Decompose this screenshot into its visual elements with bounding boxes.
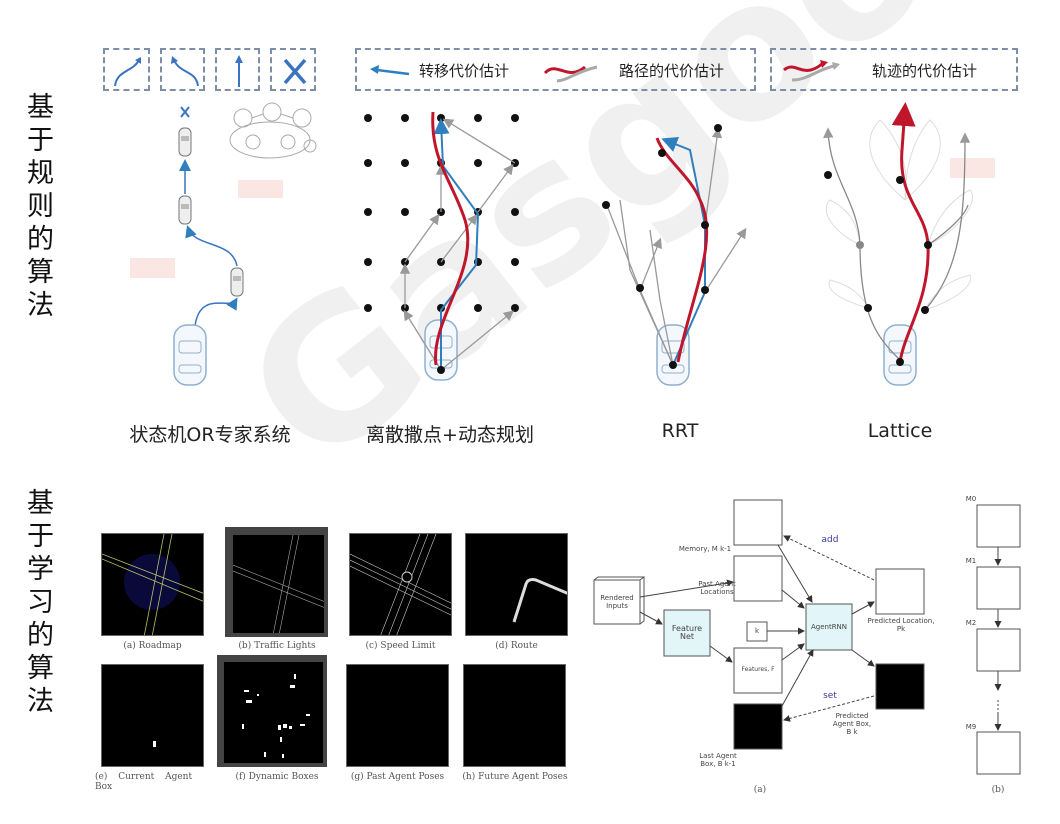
trajectory-legend-box: 轨迹的代价估计 (770, 48, 1018, 91)
m9-label: M9 (965, 723, 977, 731)
caption-a: (a) (753, 785, 767, 795)
predicted-box-image (875, 663, 925, 710)
memory-m1-box (976, 566, 1021, 610)
rule-based-label: 基于规则的算法 (22, 92, 53, 323)
memory-box (733, 499, 783, 546)
lattice-diagram (823, 102, 974, 386)
state-machine-label: 状态机OR专家系统 (129, 424, 291, 446)
stop-legend (270, 48, 316, 91)
learning-based-label: 基于学习的算法 (22, 488, 53, 719)
caption-current-agent-box: (e) Current Agent Box (95, 772, 193, 792)
feature-net-label: Feature Net (671, 624, 703, 641)
turn-left-icon (171, 56, 199, 87)
last-box-image (733, 703, 783, 750)
grid-dp-diagram (364, 111, 519, 381)
traffic-lights-image (225, 527, 328, 637)
feature-net-box (663, 609, 711, 657)
watermark-blob (130, 258, 175, 278)
turn-right-legend (103, 48, 150, 91)
set-label: set (823, 691, 837, 701)
stop-x-icon (283, 58, 307, 85)
memory-label: Memory, M k-1 (678, 545, 732, 553)
predicted-location-box (875, 568, 925, 615)
caption-traffic-lights: (b) Traffic Lights (238, 641, 316, 651)
future-agent-poses-image (463, 664, 566, 767)
predicted-location-label: Predicted Location, Pk (867, 617, 935, 633)
go-straight-icon (235, 55, 243, 87)
trajectory-cost-label: 轨迹的代价估计 (872, 62, 978, 80)
rule-based-diagrams (130, 102, 995, 386)
rendered-inputs-label: Rendered Inputs (600, 594, 634, 610)
m1-label: M1 (965, 557, 977, 565)
caption-route: (d) Route (495, 641, 538, 651)
features-label: Features, F (741, 666, 775, 673)
memory-m9-box (976, 731, 1021, 775)
caption-speed-limit: (c) Speed Limit (365, 641, 436, 651)
caption-dynamic-boxes: (f) Dynamic Boxes (235, 772, 319, 782)
features-box (733, 647, 783, 694)
watermark-blob (238, 180, 283, 198)
watermark-blob (950, 158, 995, 178)
memory-m0-box (976, 504, 1021, 548)
blue-arrow-icon (370, 65, 410, 76)
caption-roadmap: (a) Roadmap (123, 641, 182, 651)
state-machine-diagram (173, 102, 317, 386)
lattice-label: Lattice (867, 420, 933, 442)
memory-m2-box (976, 628, 1021, 672)
route-image (465, 533, 568, 636)
roadmap-image (101, 533, 204, 636)
stop-x-icon (180, 106, 190, 118)
caption-future-agent-poses: (h) Future Agent Poses (462, 772, 568, 782)
path-cost-label: 路径的代价估计 (619, 62, 725, 80)
m2-label: M2 (965, 619, 977, 627)
agent-rnn-label: AgentRNN (810, 623, 848, 631)
turn-right-icon (114, 57, 141, 87)
past-locations-box (733, 555, 783, 602)
transition-cost-label: 转移代价估计 (419, 62, 510, 80)
add-label: add (821, 535, 839, 545)
cost-legend-box: 转移代价估计 路径的代价估计 (355, 48, 756, 91)
past-agent-poses-image (346, 664, 449, 767)
turn-left-legend (160, 48, 205, 91)
caption-past-agent-poses: (g) Past Agent Poses (350, 772, 445, 782)
rrt-label: RRT (661, 420, 699, 442)
rrt-diagram (602, 124, 747, 386)
caption-b: (b) (991, 785, 1005, 795)
k-label: k (754, 627, 760, 635)
path-cost-icon (543, 65, 598, 83)
rendered-inputs-box (593, 579, 641, 625)
state-graph-icon (229, 102, 317, 159)
speed-limit-image (349, 533, 452, 636)
grid-dp-label: 离散撒点+动态规划 (366, 424, 534, 446)
predicted-box-label: Predicted Agent Box, B k (832, 712, 872, 736)
last-box-label: Last Agent Box, B k-1 (699, 752, 737, 768)
current-agent-box-image (101, 664, 204, 767)
go-straight-legend (215, 48, 260, 91)
agent-rnn-box (805, 603, 853, 651)
past-locations-label: Past Agent Locations (698, 580, 736, 596)
m0-label: M0 (965, 495, 977, 503)
dynamic-boxes-image (217, 655, 327, 767)
trajectory-cost-icon (783, 60, 840, 82)
